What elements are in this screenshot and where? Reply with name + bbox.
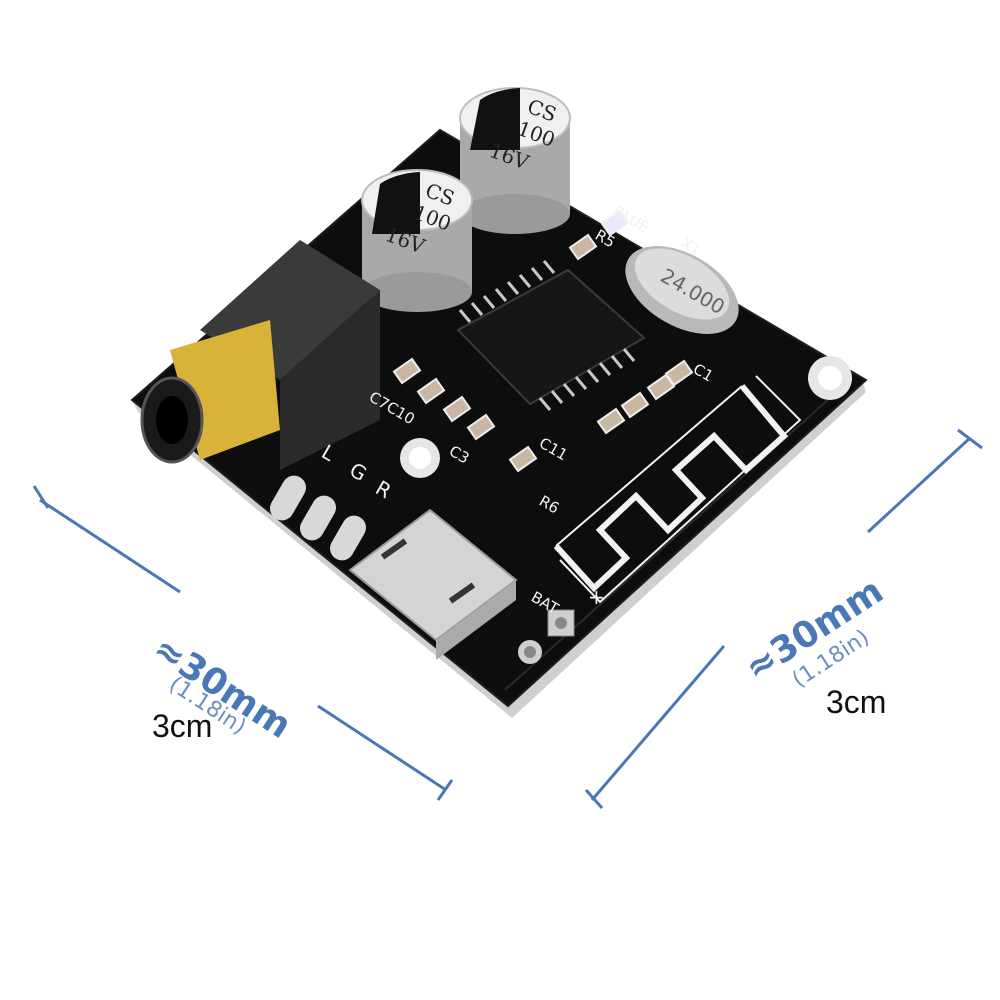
usb-port-icon [348, 508, 518, 660]
audio-jack-icon [140, 240, 380, 470]
lgr-pads [270, 475, 366, 561]
dimension-left-cm: 3cm [152, 708, 213, 744]
dimension-line-left [32, 485, 454, 801]
battery-pads [518, 609, 575, 664]
dimension-right-cm: 3cm [826, 684, 887, 720]
crystal-icon: 24.000 [625, 246, 739, 334]
mounting-holes [400, 356, 852, 478]
smd-components [392, 209, 694, 473]
capacitor-icon [361, 87, 571, 312]
label-plus: + [588, 585, 605, 609]
dimension-line-right [584, 428, 983, 809]
chip-icon [456, 260, 646, 411]
antenna-icon [553, 375, 802, 604]
